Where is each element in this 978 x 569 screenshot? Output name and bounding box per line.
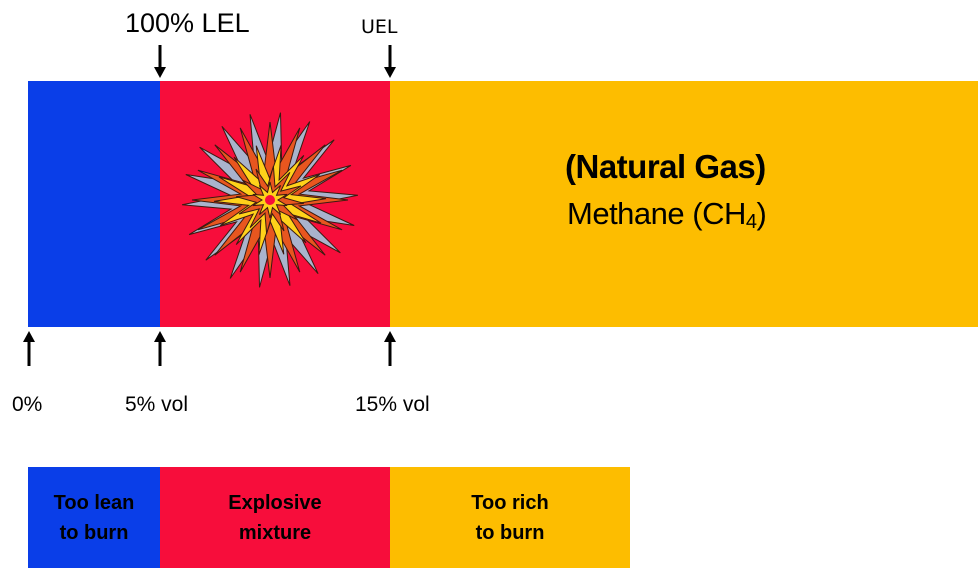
rich-zone [390, 81, 978, 327]
legend-lean-line1: Too lean [53, 491, 135, 514]
gas-name-prefix: Methane (CH [567, 196, 746, 231]
uel-down-arrow [384, 45, 396, 78]
gas-name-subscript: 4 [745, 211, 757, 233]
gas-title: (Natural Gas) [565, 148, 766, 185]
zero-percent-label: 0% [12, 393, 43, 416]
gas-name-suffix: ) [756, 196, 767, 231]
legend-rich-line2: to burn [475, 521, 545, 544]
lel-vol-label: 5% vol [125, 393, 189, 416]
explosion-burst-icon [182, 112, 358, 288]
legend-rich-line1: Too rich [471, 491, 549, 514]
legend-lean: Too lean to burn [28, 467, 160, 568]
legend-explosive: Explosive mixture [160, 467, 390, 568]
lean-zone [28, 81, 160, 327]
lel-down-arrow [154, 45, 166, 78]
lel-label: 100% LEL [125, 8, 250, 38]
legend-explosive-line1: Explosive [228, 491, 322, 514]
zero-up-arrow [23, 331, 35, 366]
lel-up-arrow [154, 331, 166, 366]
legend-rich: Too rich to burn [390, 467, 630, 568]
uel-up-arrow [384, 331, 396, 366]
gas-name: Methane (CH4) [567, 196, 767, 234]
uel-label: UEL [361, 16, 398, 38]
legend-explosive-line2: mixture [238, 521, 312, 544]
legend-lean-line2: to burn [59, 521, 129, 544]
uel-vol-label: 15% vol [355, 393, 430, 416]
